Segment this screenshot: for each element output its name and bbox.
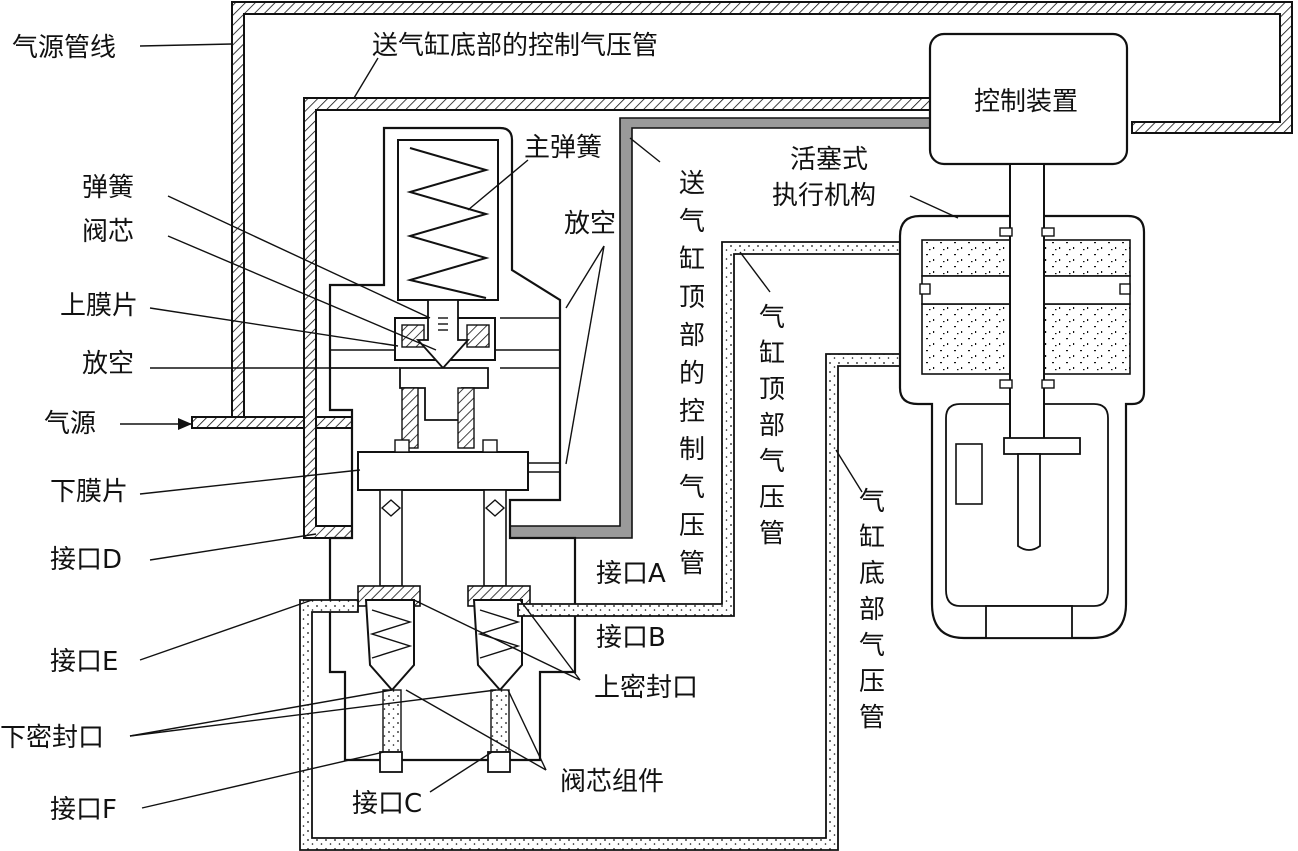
valve-core-assembly-right [467, 585, 531, 773]
label-port-b: 接口B [596, 623, 666, 653]
label-cylinder-bottom-pipe-text: 气缸底部气压管 [859, 487, 885, 733]
label-port-d: 接口D [50, 545, 122, 575]
label-air-source: 气源 [44, 409, 96, 439]
dotted-pipe-cylinder-top [517, 241, 913, 617]
label-top-control-pipe-text: 送气缸顶部的控制气压管 [679, 169, 705, 579]
labels: 气源管线 送气缸底部的控制气压管 控制装置 主弹簧 弹簧 阀芯 放空 上膜片 放… [0, 31, 1078, 825]
label-main-spring: 主弹簧 [524, 133, 602, 163]
label-lower-diaphragm: 下膜片 [50, 477, 128, 507]
label-vent-top: 放空 [564, 209, 616, 239]
label-bottom-control-pipe: 送气缸底部的控制气压管 [372, 31, 658, 61]
label-piston-actuator-1: 活塞式 [790, 145, 868, 175]
valve-core [415, 299, 471, 370]
label-port-c: 接口C [352, 789, 422, 819]
label-control-device: 控制装置 [974, 87, 1078, 117]
label-valve-core-assembly: 阀芯组件 [560, 767, 664, 797]
dotted-pipe-cylinder-bottom [299, 353, 913, 851]
label-cylinder-bottom-pipe: 气缸底部气压管 [859, 487, 885, 733]
label-upper-seal: 上密封口 [594, 673, 698, 703]
leader-lines [120, 43, 959, 809]
label-valve-core: 阀芯 [82, 217, 134, 247]
label-air-supply-line: 气源管线 [12, 33, 116, 63]
label-port-e: 接口E [50, 647, 118, 677]
valve-body [328, 126, 577, 762]
piston-actuator [898, 163, 1146, 640]
label-lower-seal: 下密封口 [0, 723, 104, 753]
label-port-f: 接口F [50, 795, 117, 825]
label-cylinder-top-pipe-text: 气缸顶部气压管 [759, 303, 785, 549]
main-spring [406, 147, 490, 299]
label-spring: 弹簧 [82, 173, 134, 203]
valve-core-assembly-left [357, 585, 421, 773]
lower-diaphragm [357, 451, 529, 491]
label-port-a: 接口A [596, 559, 666, 589]
label-top-control-pipe: 送气缸顶部的控制气压管 [679, 169, 705, 579]
label-cylinder-top-pipe: 气缸顶部气压管 [759, 303, 785, 549]
label-piston-actuator-2: 执行机构 [772, 181, 876, 211]
label-upper-diaphragm: 上膜片 [60, 291, 138, 321]
label-vent-left: 放空 [82, 349, 134, 379]
